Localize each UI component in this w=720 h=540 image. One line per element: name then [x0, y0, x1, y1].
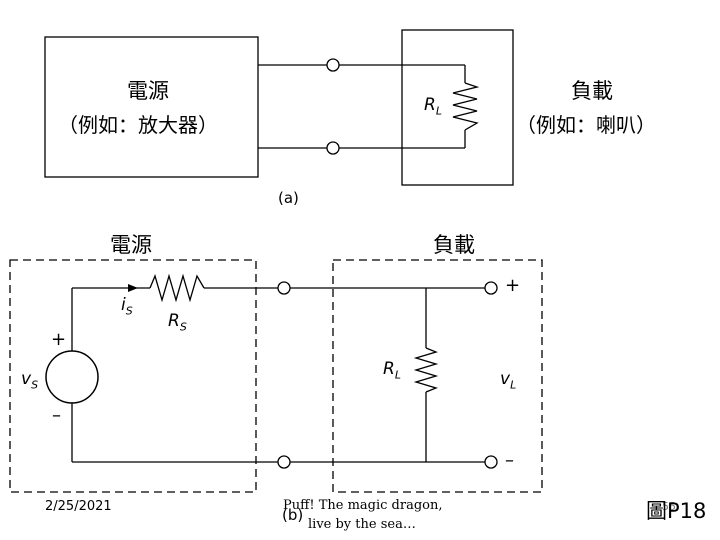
- load-resistor-label-b: RL: [383, 359, 401, 382]
- output-plus-sign-b: +: [505, 275, 521, 296]
- wires-b: [71, 273, 485, 463]
- current-label-b: iS: [121, 295, 133, 318]
- load-voltage-label-b: vL: [500, 369, 517, 392]
- page-number: 55: [662, 500, 676, 513]
- footer-song-line-1: Puff! The magic dragon,: [283, 498, 443, 513]
- footer-date: 2/25/2021: [45, 499, 112, 514]
- terminal-bottom-a: [326, 141, 340, 155]
- output-minus-sign-b: –: [505, 450, 514, 471]
- wires-a: [258, 64, 480, 149]
- current-arrow-b: [128, 284, 138, 292]
- load-box-a: [401, 29, 514, 186]
- terminal-top-b: [277, 281, 291, 295]
- load-box-b: [332, 259, 543, 493]
- source-voltage-label-b: vS: [21, 369, 39, 392]
- source-minus-sign-b: –: [52, 405, 61, 426]
- terminal-bottom-b: [277, 455, 291, 469]
- terminal-top-a: [326, 58, 340, 72]
- source-box-a: [44, 36, 259, 178]
- load-title-b: 負載: [433, 233, 475, 257]
- source-plus-sign-b: +: [51, 329, 67, 350]
- load-resistor-b: [413, 347, 439, 393]
- footer-song-line-2: live by the sea…: [308, 517, 416, 532]
- figure-reference: 圖P18: [646, 499, 707, 523]
- caption-a: (a): [278, 189, 299, 207]
- output-terminal-top-b: [484, 281, 498, 295]
- source-example-a: （例如：放大器）: [58, 113, 218, 137]
- caption-b: (b): [282, 506, 304, 524]
- source-title-a: 電源: [127, 79, 169, 103]
- load-example-a: （例如：喇叭）: [516, 113, 656, 137]
- source-title-b: 電源: [110, 233, 152, 257]
- load-resistor-a: [452, 82, 480, 131]
- load-title-a: 負載: [571, 79, 613, 103]
- load-resistor-label-a: RL: [424, 95, 442, 118]
- source-resistor-b: [149, 273, 205, 303]
- source-box-b: [9, 259, 257, 493]
- voltage-source-b: [45, 350, 99, 404]
- source-resistor-label-b: RS: [168, 311, 187, 334]
- output-terminal-bottom-b: [484, 455, 498, 469]
